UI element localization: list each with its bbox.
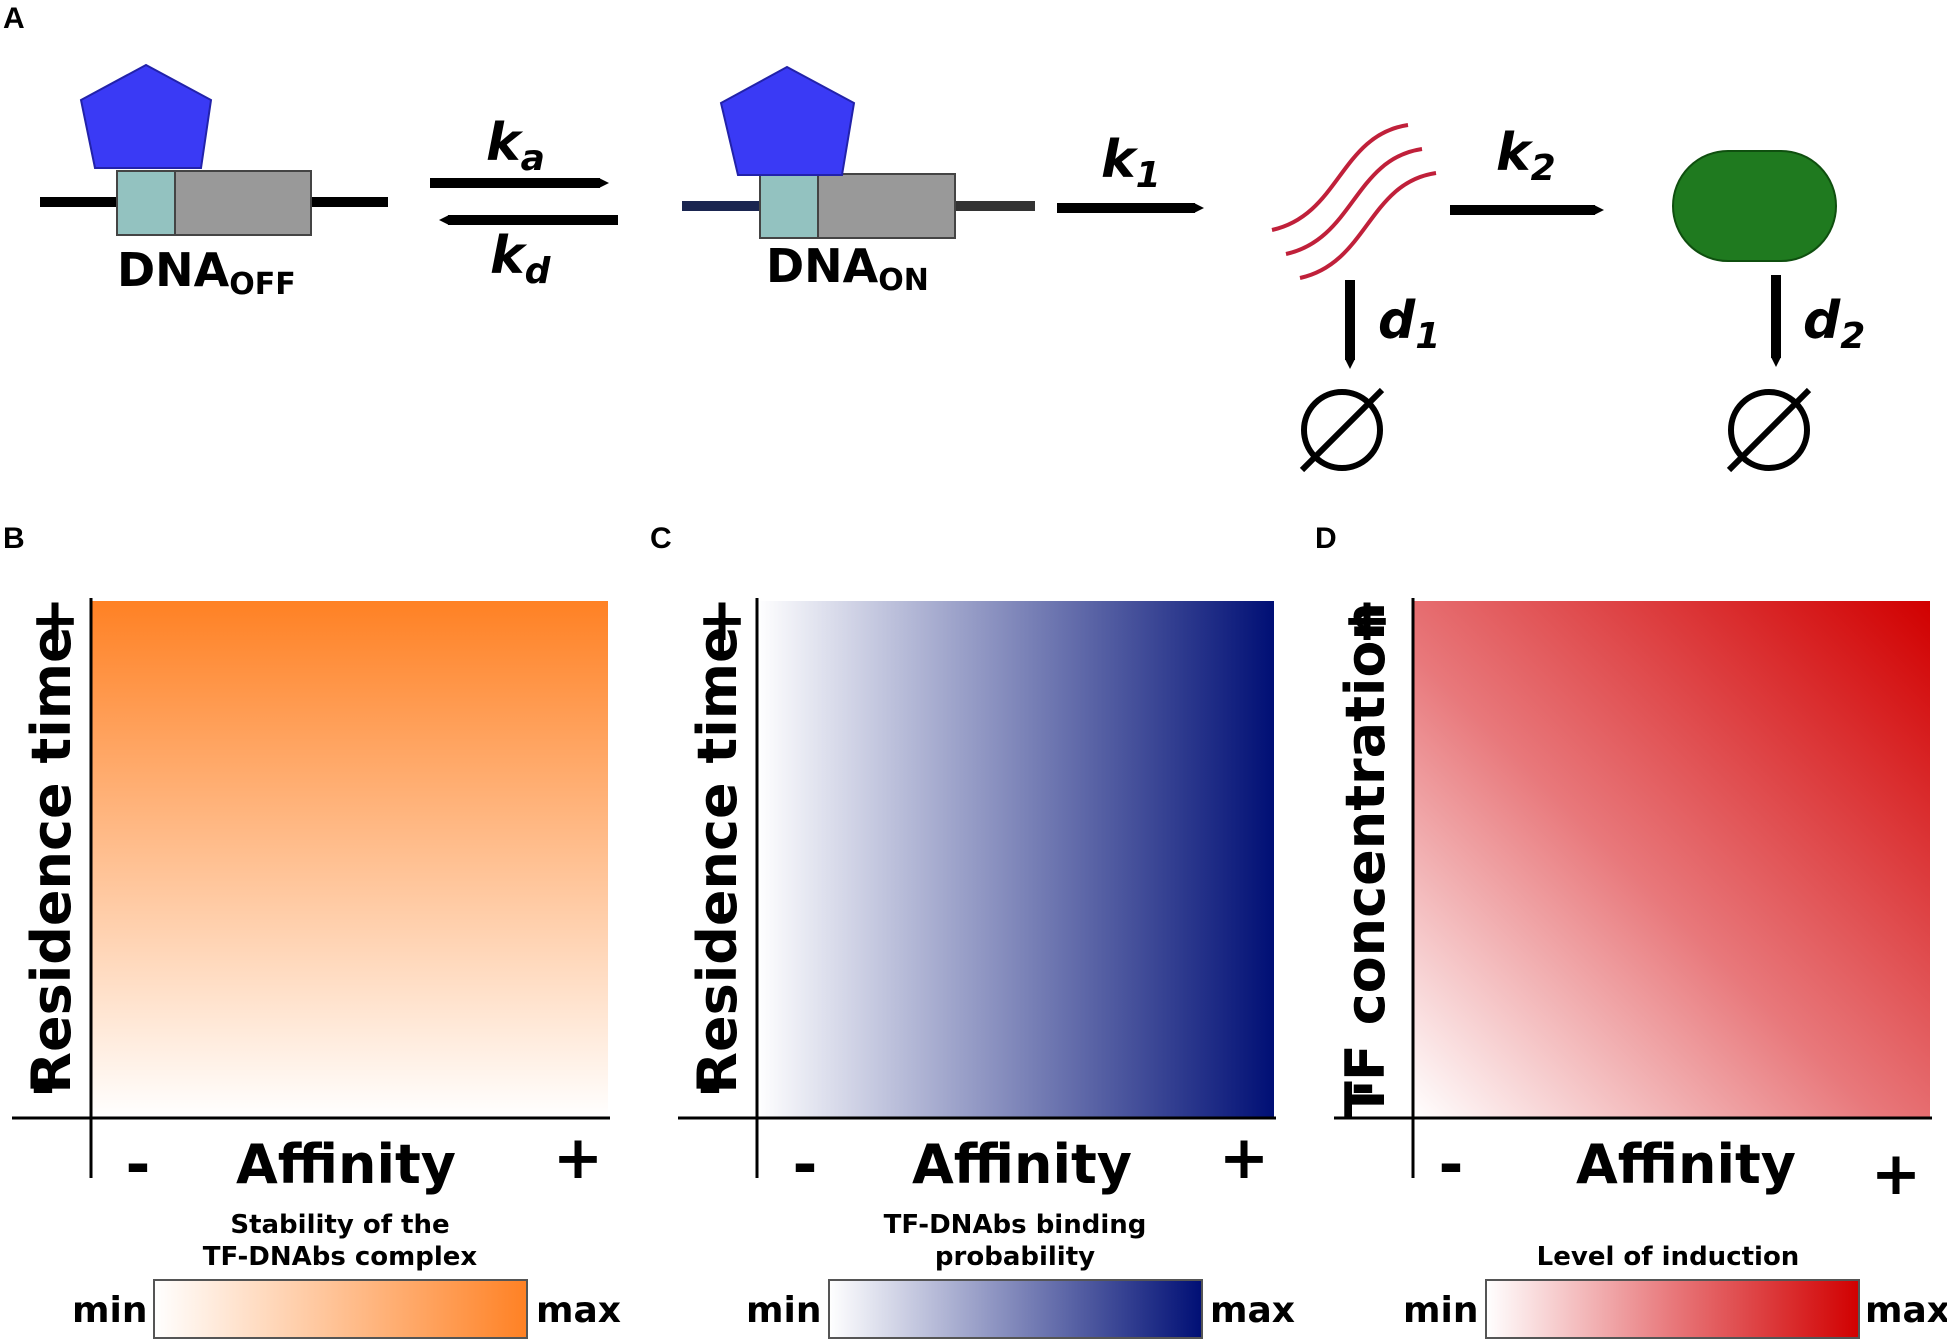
panel-letter-d: D (1315, 522, 1337, 555)
x-minus-b: - (126, 1130, 151, 1200)
rate-d2: d2 (1803, 291, 1865, 357)
panel-letter-c: C (650, 522, 672, 555)
dna-on-construct (682, 65, 1035, 239)
x-axis-label-c: Affinity (912, 1133, 1132, 1196)
rate-d1: d1 (1378, 291, 1440, 357)
y-plus-b: + (30, 585, 80, 655)
x-minus-d: - (1439, 1130, 1464, 1200)
x-minus-c: - (793, 1130, 818, 1200)
operator-site (116, 170, 176, 236)
rate-ka: ka (486, 113, 545, 179)
y-axis-label-b: Residence time (20, 626, 83, 1093)
y-axis-label-c: Residence time (686, 626, 749, 1093)
x-plus-c: + (1219, 1123, 1269, 1193)
x-axis-label-d: Affinity (1576, 1133, 1796, 1196)
operator-site (759, 173, 819, 239)
y-minus-d: - (1351, 1051, 1376, 1121)
heatmap-d (1413, 601, 1930, 1118)
colorbar-title-b-line2: TF-DNAbs complex (203, 1242, 478, 1272)
degradation-symbol-icon (1726, 387, 1812, 473)
x-plus-b: + (553, 1123, 603, 1193)
panel-letter-a: A (3, 2, 25, 35)
x-plus-d: + (1871, 1139, 1921, 1209)
heatmap-b (91, 601, 608, 1118)
y-plus-d: + (1342, 585, 1392, 655)
dna-off-construct (40, 63, 388, 236)
colorbar-max-c: max (1210, 1290, 1295, 1331)
rate-kd: kd (490, 226, 552, 292)
transcription-factor-icon (719, 65, 856, 176)
y-minus-c: - (698, 1051, 723, 1121)
colorbar-min-c: min (746, 1290, 821, 1331)
mrna-icon (1271, 123, 1437, 280)
colorbar-max-b: max (536, 1290, 621, 1331)
colorbar-title-b-line1: Stability of the (230, 1210, 449, 1240)
colorbar-min-b: min (72, 1290, 147, 1331)
heatmap-c (757, 601, 1274, 1118)
transcription-factor-icon (79, 63, 213, 169)
degradation-symbol-icon (1299, 387, 1385, 473)
rate-k2: k2 (1496, 123, 1556, 189)
colorbar-title-c-line1: TF-DNAbs binding (884, 1210, 1147, 1240)
y-plus-c: + (697, 585, 747, 655)
y-minus-b: - (31, 1051, 56, 1121)
x-axis-label-b: Affinity (236, 1133, 456, 1196)
colorbar-title-c-line2: probability (935, 1242, 1095, 1272)
gene-box (174, 170, 312, 236)
colorbar-min-d: min (1403, 1290, 1478, 1331)
rate-k1: k1 (1101, 130, 1161, 196)
colorbar-title-d: Level of induction (1537, 1242, 1800, 1272)
colorbar-max-d: max (1865, 1290, 1947, 1331)
y-axis-label-d: TF concentration (1334, 602, 1397, 1118)
gene-box (817, 173, 956, 239)
dna-on-label: DNAON (766, 239, 929, 298)
colorbar-b (153, 1279, 528, 1339)
colorbar-d (1485, 1279, 1860, 1339)
colorbar-c (828, 1279, 1203, 1339)
protein-icon (1672, 150, 1837, 262)
dna-off-label: DNAOFF (117, 243, 296, 302)
panel-letter-b: B (3, 522, 25, 555)
